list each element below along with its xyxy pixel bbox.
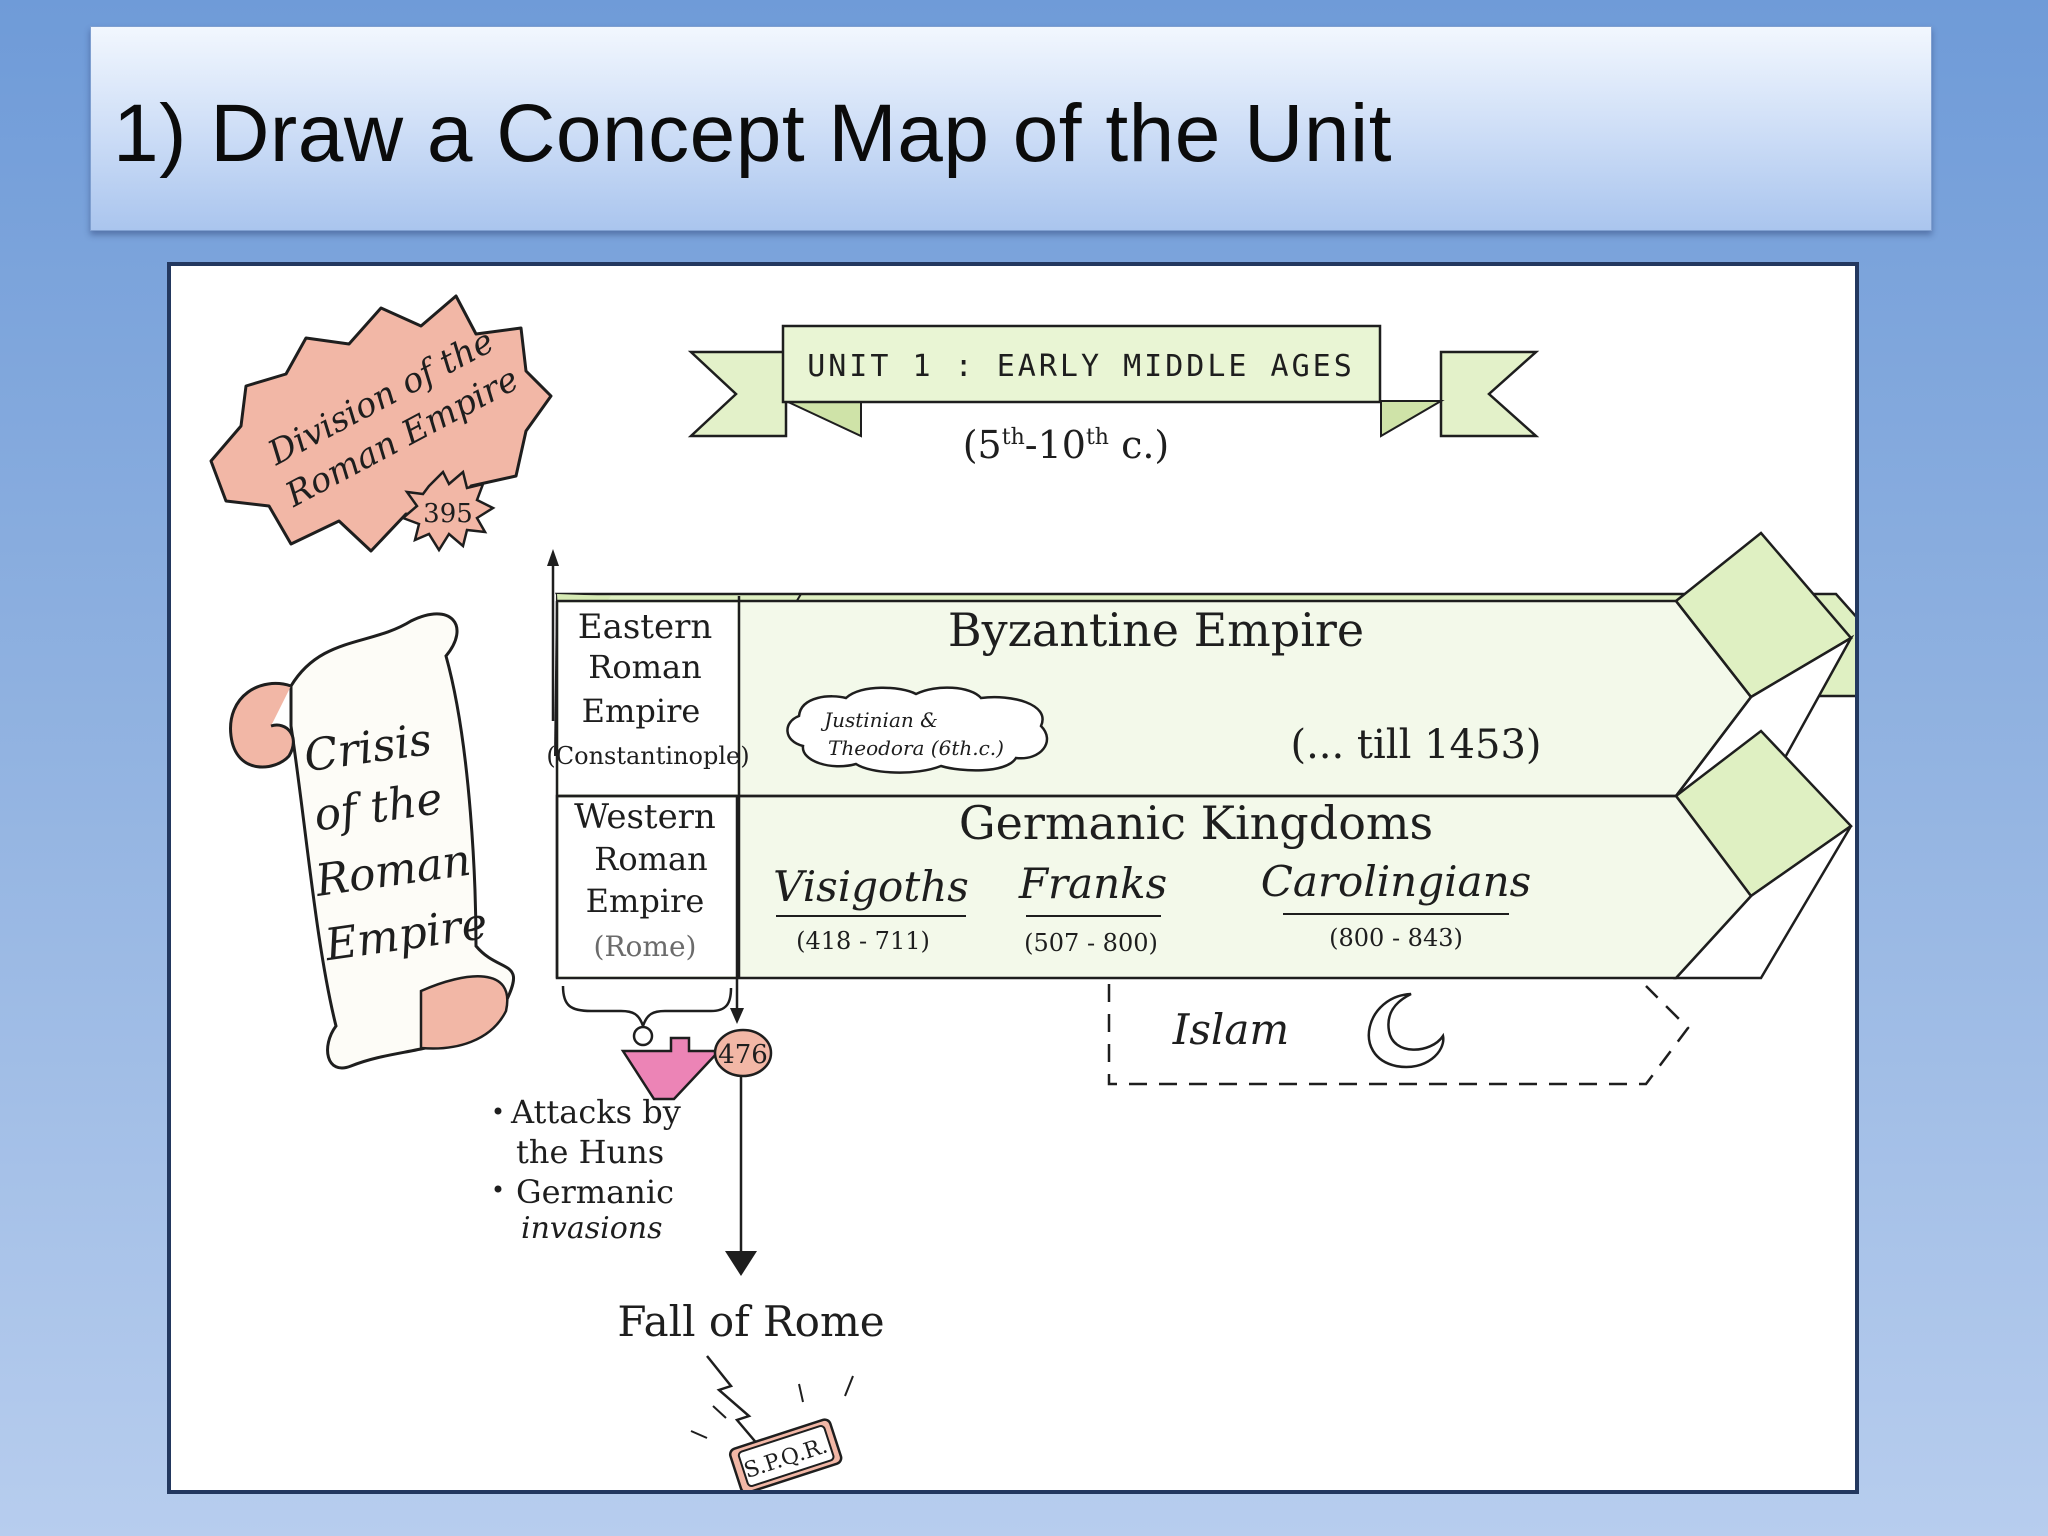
eastern-line1: Eastern xyxy=(578,607,712,647)
eastern-line3: Empire xyxy=(582,692,701,730)
byzantine-empire: Byzantine Empire Justinian & Theodora (6… xyxy=(786,603,1542,774)
eastern-roman-empire: Eastern Roman Empire (Constantinople) xyxy=(546,607,749,770)
justinian-line1: Justinian & xyxy=(820,708,938,732)
eastern-line2: Roman xyxy=(588,648,701,686)
justinian-line2: Theodora (6th.c.) xyxy=(828,736,1004,760)
eastern-capital: (Constantinople) xyxy=(546,742,749,770)
kingdom-name: Visigoths xyxy=(773,862,969,911)
western-line3: Empire xyxy=(586,882,705,920)
concept-map-frame: UNIT 1 : EARLY MIDDLE AGES (5th-10th c.)… xyxy=(167,262,1859,1494)
division-badge: Division of the Roman Empire xyxy=(209,294,553,553)
banner-period-mid: -10 xyxy=(1025,423,1086,467)
year-395-badge: 395 xyxy=(400,469,496,553)
empire-block xyxy=(554,531,1855,980)
banner-period-prefix: (5 xyxy=(963,423,1002,467)
concept-map: UNIT 1 : EARLY MIDDLE AGES (5th-10th c.)… xyxy=(209,294,1855,1490)
western-roman-empire: Western Roman Empire (Rome) xyxy=(574,797,716,963)
banner-period-sup1: th xyxy=(1002,425,1025,450)
kingdom-name: Carolingians xyxy=(1261,857,1531,906)
kingdom-franks: Franks (507 - 800) xyxy=(1018,859,1167,957)
byzantine-title: Byzantine Empire xyxy=(948,603,1364,657)
cause-line1: Attacks by xyxy=(510,1093,681,1131)
kingdom-dates: (418 - 711) xyxy=(796,927,930,955)
slide-title: 1) Draw a Concept Map of the Unit xyxy=(113,88,1392,179)
byzantine-until: (... till 1453) xyxy=(1290,722,1541,768)
unit-banner: UNIT 1 : EARLY MIDDLE AGES (5th-10th c.) xyxy=(687,324,1540,467)
pink-down-arrow xyxy=(620,1036,722,1101)
justinian-cloud xyxy=(786,686,1049,774)
crisis-causes-list: Attacks by the Huns Germanic invasions xyxy=(494,1093,681,1246)
western-line1: Western xyxy=(574,797,716,837)
cause-line2: the Huns xyxy=(516,1133,664,1171)
slide-title-box: 1) Draw a Concept Map of the Unit xyxy=(90,26,1932,231)
cause-line4: invasions xyxy=(521,1211,663,1246)
kingdom-visigoths: Visigoths (418 - 711) xyxy=(773,862,969,955)
cause-line3: Germanic xyxy=(516,1173,674,1211)
kingdom-dates: (800 - 843) xyxy=(1329,924,1463,952)
germanic-kingdoms: Germanic Kingdoms Visigoths (418 - 711) … xyxy=(773,796,1531,957)
western-line2: Roman xyxy=(594,840,707,878)
crisis-scroll: Crisis of the Roman Empire xyxy=(229,612,515,1070)
kingdom-carolingians: Carolingians (800 - 843) xyxy=(1261,857,1531,952)
islam-box: Islam xyxy=(1107,984,1690,1086)
germanic-title: Germanic Kingdoms xyxy=(959,796,1433,850)
kingdom-name: Franks xyxy=(1018,859,1167,908)
kingdom-dates: (507 - 800) xyxy=(1024,929,1158,957)
crescent-moon-icon xyxy=(1367,992,1445,1069)
year-476-timeline: 476 xyxy=(713,796,773,1276)
fall-of-rome: Fall of Rome xyxy=(617,1297,884,1346)
banner-period: (5th-10th c.) xyxy=(963,423,1170,467)
year-476: 476 xyxy=(718,1040,768,1070)
spqr-tablet: S.P.Q.R. xyxy=(690,1355,854,1490)
banner-period-suffix: c.) xyxy=(1109,423,1169,467)
banner-period-sup2: th xyxy=(1086,425,1109,450)
western-capital: (Rome) xyxy=(594,930,697,963)
crisis-causes-arrow xyxy=(561,985,733,1101)
year-395: 395 xyxy=(423,499,473,529)
islam-label: Islam xyxy=(1172,1005,1289,1054)
banner-title: UNIT 1 : EARLY MIDDLE AGES xyxy=(807,349,1355,384)
